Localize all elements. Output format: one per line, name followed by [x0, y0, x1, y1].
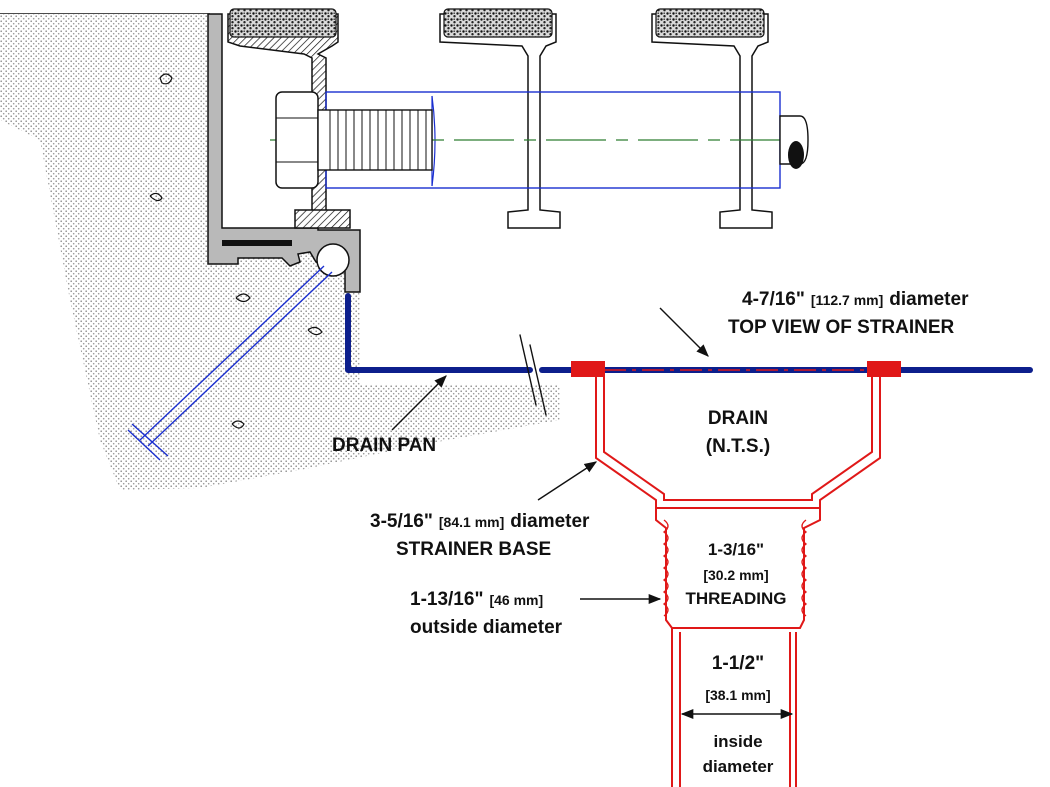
drain-pan-label: DRAIN PAN — [332, 435, 436, 456]
inside-diameter-size: 1-1/2" — [712, 653, 764, 674]
top-view-leader — [659, 307, 709, 357]
drain-pan-leader — [391, 375, 447, 431]
threading-size: 1-3/16" — [708, 540, 764, 559]
outside-diameter-caption: outside diameter — [410, 617, 563, 638]
top-view-diameter-label: 4-7/16"[112.7 mm]diameter — [742, 289, 969, 310]
outside-diameter-label: 1-13/16"[46 mm] — [410, 589, 543, 610]
strainer-base-diameter-label: 3-5/16"[84.1 mm]diameter — [370, 511, 590, 532]
grating-bar-3 — [651, 8, 773, 229]
top-view-caption: TOP VIEW OF STRAINER — [728, 317, 955, 338]
strainer-base-leader — [537, 461, 598, 501]
grating-bar-2 — [439, 8, 561, 229]
inside-diameter-metric: [38.1 mm] — [705, 687, 770, 703]
bolt — [275, 91, 433, 189]
labels: 4-7/16"[112.7 mm]diameter TOP VIEW OF ST… — [332, 289, 969, 776]
break-line — [529, 344, 547, 416]
break-line — [519, 334, 537, 406]
leader-lines — [391, 307, 794, 720]
drain-body — [571, 361, 901, 787]
drain-title: DRAIN — [708, 408, 768, 429]
inside-diameter-caption-2: diameter — [703, 757, 774, 776]
threading-metric: [30.2 mm] — [703, 567, 768, 583]
anchor-rod — [127, 265, 333, 461]
threading-caption: THREADING — [685, 589, 786, 608]
pivot-hole — [316, 243, 350, 277]
drain-nts: (N.T.S.) — [706, 436, 770, 457]
aggregate-stones — [149, 73, 323, 429]
inside-diameter-caption-1: inside — [713, 732, 762, 751]
strainer-base-caption: STRAINER BASE — [396, 539, 551, 560]
